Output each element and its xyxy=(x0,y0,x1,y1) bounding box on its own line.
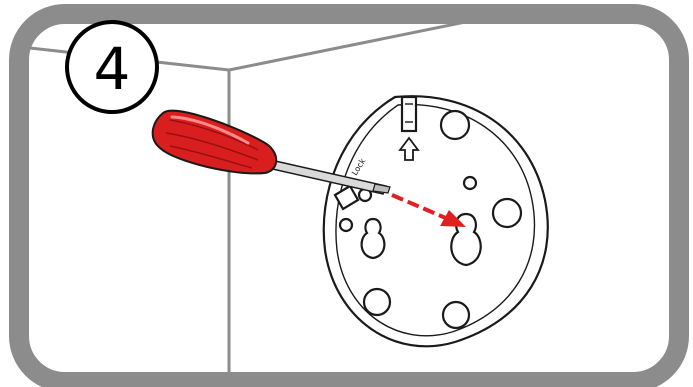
plate-hole-bottom-left xyxy=(362,287,392,317)
screwdriver-tip xyxy=(372,183,391,194)
plate-hole-bottom xyxy=(441,300,471,330)
plate-hole-right xyxy=(491,197,523,229)
lock-tab xyxy=(333,184,360,211)
keyhole-slot-left xyxy=(360,217,386,260)
screwdriver xyxy=(151,109,391,195)
up-arrow-mark xyxy=(398,136,420,161)
step-number-circle xyxy=(65,20,159,114)
illustration-frame xyxy=(9,4,689,387)
plate-hole-top-right xyxy=(439,109,471,141)
step-badge: 4 xyxy=(65,20,159,114)
direction-arrow xyxy=(391,193,466,227)
handle-highlight xyxy=(170,115,250,145)
handle-grip-lines xyxy=(165,119,259,169)
screwdriver-handle xyxy=(151,109,278,175)
mounting-plate xyxy=(322,95,549,348)
step-number: 4 xyxy=(94,35,131,103)
direction-arrow-head xyxy=(440,210,466,227)
plate-small-hole-upper xyxy=(462,175,478,191)
top-slot xyxy=(400,95,418,133)
lock-tab-hole xyxy=(338,217,354,233)
